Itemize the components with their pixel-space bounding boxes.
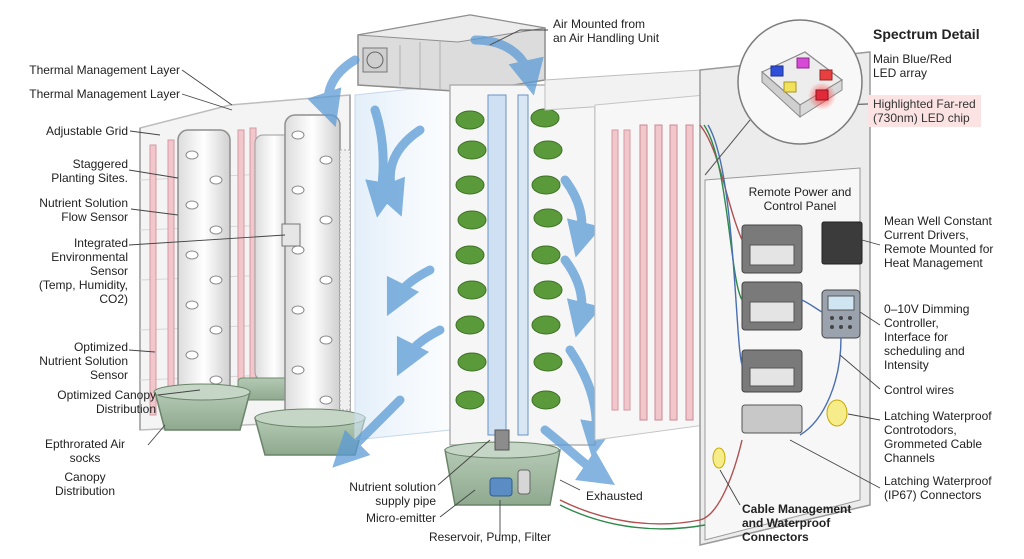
label-environmental-sensor: Integrated Environmental Sensor (Temp, H… (38, 236, 128, 306)
led-module (760, 51, 844, 119)
label-air-socks: Epthrorated Air socks (44, 437, 126, 465)
spectrum-detail-inset (704, 19, 863, 176)
label-optimized-canopy: Optimized Canopy Distribution (57, 388, 156, 416)
central-tower (444, 84, 596, 506)
right-led-bars (611, 124, 694, 421)
label-thermal-management-1: Thermal Management Layer (29, 63, 180, 77)
label-nutrient-sensor: Optimized Nutrient Solution Sensor (39, 340, 128, 382)
leader-lines (128, 29, 881, 536)
label-flow-sensor: Nutrient Solution Flow Sensor (39, 196, 128, 224)
label-dimming-controller: 0–10V Dimming Controller, Interface for … (884, 302, 970, 372)
label-led-array: Main Blue/Red LED array (873, 52, 952, 80)
label-reservoir: Reservoir, Pump, Filter (428, 530, 552, 544)
air-zone (354, 84, 451, 441)
label-control-wires: Control wires (884, 383, 955, 397)
tower-2 (254, 114, 366, 456)
label-latching-connectors-1: Latching Waterproof Controtodors, Gromme… (884, 409, 992, 465)
dimming-controller (821, 289, 861, 339)
air-handling-unit (357, 14, 546, 93)
label-drivers: Mean Well Constant Current Drivers, Remo… (884, 214, 994, 270)
left-grow-lights (149, 127, 257, 416)
label-latching-connectors-2: Latching Waterproof (IP67) Connectors (884, 474, 992, 502)
label-canopy-distribution: Canopy Distribution (54, 470, 116, 498)
label-exhausted: Exhausted (586, 489, 643, 503)
connector-highlights (712, 399, 848, 469)
label-cable-management: Cable Management and Waterproof Connecto… (742, 502, 852, 544)
label-thermal-management-2: Thermal Management Layer (29, 87, 180, 101)
label-spectrum-title: Spectrum Detail (873, 26, 980, 42)
label-supply-pipe: Nutrient solution supply pipe (349, 480, 436, 508)
wiring (559, 124, 842, 530)
led-drivers (741, 221, 863, 434)
label-air-mounted: Air Mounted from an Air Handling Unit (553, 17, 660, 45)
label-adjustable-grid: Adjustable Grid (45, 124, 128, 138)
label-staggered-planting: Staggered Planting Sites. (51, 157, 128, 185)
label-micro-emitter: Micro-emitter (365, 511, 436, 525)
label-control-panel: Remote Power and Control Panel (748, 185, 852, 213)
label-far-red-chip: Highlighted Far-red (730nm) LED chip (868, 95, 981, 127)
tower-1 (153, 129, 251, 431)
